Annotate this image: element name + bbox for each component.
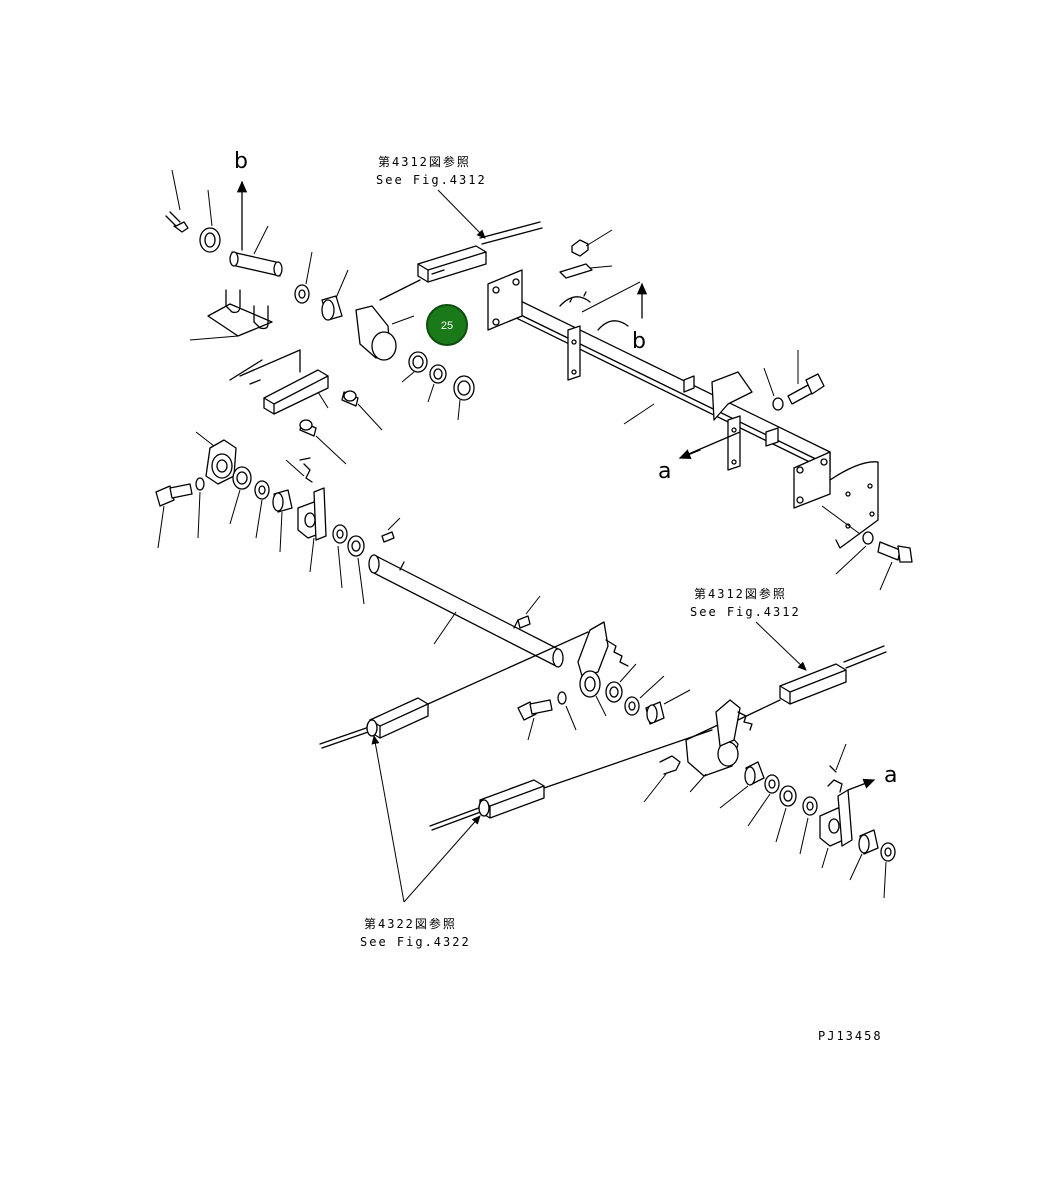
bellcrank-upper	[355, 305, 415, 361]
cable-left-lower	[319, 631, 589, 749]
ref-top-leader	[437, 189, 486, 239]
bolt-right-upper	[763, 350, 825, 411]
arrow-a-left	[678, 449, 701, 459]
washer-left	[195, 477, 205, 539]
rings-mid	[605, 663, 665, 716]
ref-mid-jp: 第4312図参照	[694, 586, 787, 601]
bracket-block-right	[819, 743, 853, 869]
nut-top	[559, 229, 613, 279]
shaft-key	[517, 595, 541, 629]
bellcrank-lower	[645, 689, 753, 793]
grease-fitting-upper	[165, 169, 189, 233]
grease-fitting-lower	[643, 755, 681, 803]
rings-lower-right	[719, 761, 818, 855]
ref-bottom-jp: 第4322図参照	[364, 916, 457, 931]
callout-number: 25	[441, 320, 453, 332]
label-a-left: a	[658, 459, 671, 484]
key-pin	[381, 517, 401, 543]
rings-end-right	[849, 829, 896, 899]
upper-cable-assembly	[379, 221, 543, 301]
bolt-left	[155, 483, 193, 549]
lever-mid	[577, 621, 629, 717]
main-cross-shaft	[368, 554, 564, 668]
ref-top-jp: 第4312図参照	[378, 154, 471, 169]
side-frame-plate	[821, 461, 879, 549]
pin-shaft-upper	[229, 225, 283, 277]
bolt-right-lower	[835, 531, 913, 591]
cable-lower-long	[429, 729, 713, 831]
drawing-code: PJ13458	[818, 1029, 883, 1043]
arrow-a-right	[847, 778, 876, 791]
rings-left	[229, 466, 293, 553]
bracket-block-left	[285, 457, 327, 573]
u-bolts	[189, 289, 273, 341]
lever-left	[195, 431, 237, 485]
right-cable-upper	[737, 645, 887, 721]
ref-bottom-en: See Fig.4322	[360, 935, 471, 949]
label-a-right: a	[884, 763, 897, 788]
spacer-rings-upper	[401, 351, 475, 421]
bolt-short-1	[341, 390, 383, 431]
seal-ring-upper	[199, 189, 221, 253]
rings-left-2	[332, 524, 365, 605]
label-b-top: b	[234, 149, 248, 174]
ref-bottom-leader-2	[403, 815, 481, 903]
ref-mid-leader	[755, 621, 807, 671]
bushing-upper	[294, 251, 313, 304]
cross-frame-beam	[487, 269, 831, 509]
bolt-short-2	[299, 419, 347, 465]
ref-bottom-leader-1	[371, 735, 405, 903]
ref-top-en: See Fig.4312	[376, 173, 487, 187]
bolt-mid	[517, 691, 577, 741]
bearing-upper	[321, 269, 349, 321]
link-bar-upper	[229, 349, 329, 415]
label-b-right: b	[632, 329, 646, 354]
callout-marker[interactable]: 25	[426, 304, 468, 346]
ref-mid-en: See Fig.4312	[690, 605, 801, 619]
